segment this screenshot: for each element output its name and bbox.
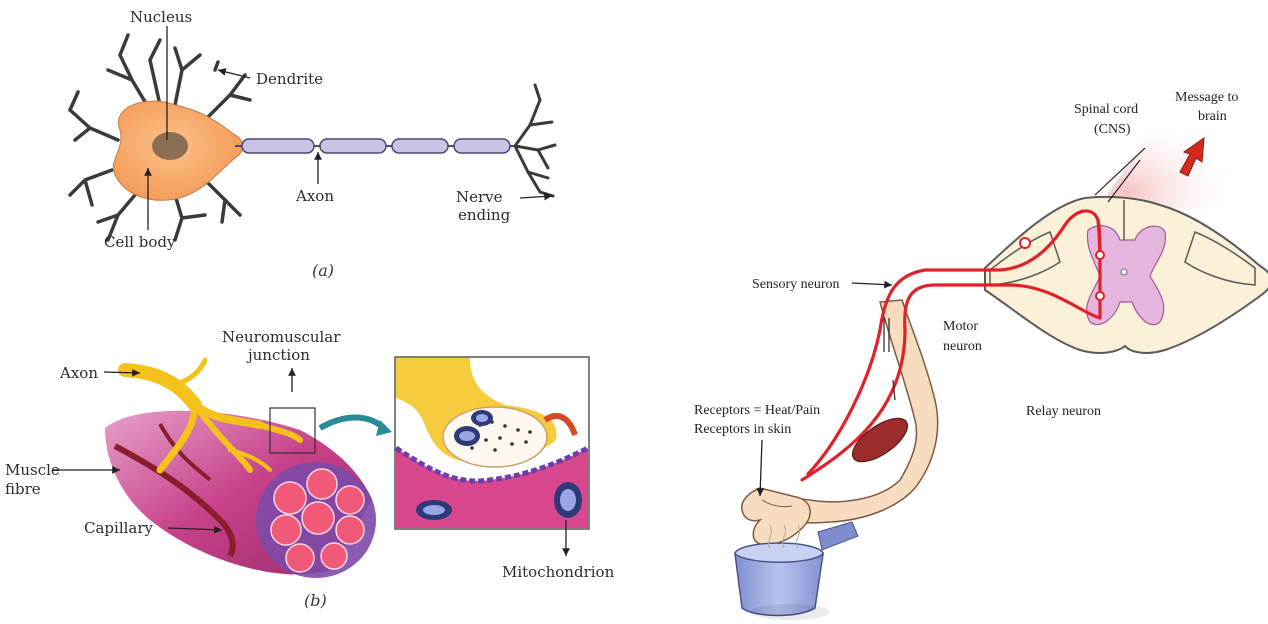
label-neuromuscular: Neuromuscular	[222, 328, 341, 346]
label-receptors-heat: Receptors = Heat/Pain	[694, 403, 820, 418]
zoom-arrow	[320, 418, 384, 429]
label-axon-b: Axon	[59, 364, 98, 382]
label-neuron: neuron	[943, 339, 982, 354]
nerve-ending	[515, 85, 555, 196]
label-nucleus: Nucleus	[130, 8, 192, 26]
label-brain: brain	[1198, 109, 1227, 124]
label-relay-neuron: Relay neuron	[1026, 404, 1101, 419]
label-message-to: Message to	[1175, 90, 1238, 105]
label-receptors-skin: Receptors in skin	[694, 422, 791, 437]
label-cns: (CNS)	[1094, 122, 1131, 137]
label-dendrite: Dendrite	[256, 70, 323, 88]
axon	[235, 139, 520, 153]
spinal-cord	[985, 197, 1268, 353]
label-nerve: Nerve	[456, 188, 503, 206]
neuron-diagram: Nucleus Dendrite Axon Nerve ending Cell …	[70, 8, 555, 280]
label-fibre: fibre	[5, 480, 41, 498]
label-axon: Axon	[295, 187, 334, 205]
label-mitochondrion: Mitochondrion	[502, 563, 615, 581]
hand	[742, 488, 810, 545]
reflex-arc-diagram: Spinal cord (CNS) Message to brain Senso…	[694, 90, 1268, 620]
label-junction: junction	[246, 346, 310, 364]
caption-a: (a)	[312, 261, 334, 280]
label-sensory-neuron: Sensory neuron	[752, 277, 840, 292]
neuromuscular-diagram: Neuromuscular junction Axon Muscle fibre…	[5, 328, 615, 610]
label-muscle: Muscle	[5, 461, 60, 479]
label-ending: ending	[458, 206, 511, 224]
nucleus	[152, 132, 188, 160]
label-motor: Motor	[943, 319, 978, 334]
label-cell-body: Cell body	[104, 233, 176, 251]
label-spinal-cord: Spinal cord	[1074, 102, 1138, 117]
label-capillary: Capillary	[84, 519, 154, 537]
caption-b: (b)	[304, 591, 327, 610]
junction-inset	[395, 357, 589, 529]
